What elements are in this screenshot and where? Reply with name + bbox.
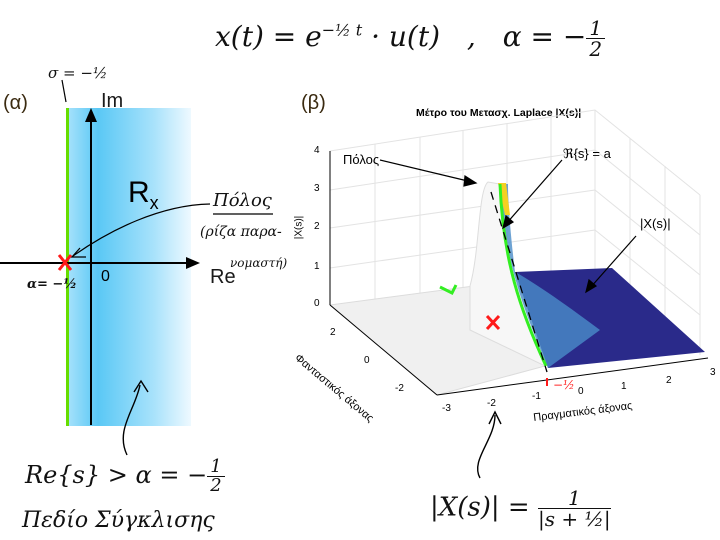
y-tick: 2 [330, 327, 336, 338]
grid-back [329, 109, 701, 355]
pole-note-3: νομαστή) [230, 256, 288, 270]
x-tick: 2 [666, 375, 672, 386]
alpha-label: α= −½ [27, 277, 77, 292]
formula-sep: , [466, 20, 476, 53]
frac-num: 1 [586, 18, 606, 39]
z-axis-label: |X(s)| [293, 215, 305, 240]
x-tick: -2 [487, 398, 496, 409]
formula-alpha: α = − [502, 20, 587, 53]
pole-marker-b [485, 314, 501, 331]
frac-den: 2 [210, 475, 222, 496]
magnitude-formula: |X(s)| = 1|s + ½| [430, 488, 611, 529]
dashed-pole-line [490, 191, 548, 373]
frac-den: |s + ½| [538, 507, 611, 531]
z-tick: 1 [314, 261, 320, 272]
z-tick: 2 [314, 221, 320, 232]
annotation-magnitude: |X(s)| [640, 216, 671, 231]
y-tick: 0 [364, 355, 370, 366]
frac-den: 2 [589, 37, 603, 61]
chart-title: Μέτρο του Μετασχ. Laplace |X(s)| [416, 107, 582, 119]
x-tick: -1 [532, 391, 541, 402]
roc-condition-text: Re{s} > α = − [25, 461, 208, 489]
z-tick: 4 [314, 145, 320, 156]
re-axis-label: Re [210, 266, 236, 288]
surface-ramp [500, 184, 600, 368]
annotation-pole: Πόλος [343, 152, 380, 167]
frac-num: 1 [537, 488, 611, 509]
panel-a-label: (α) [3, 92, 28, 114]
formula-lhs: x(t) = e [215, 20, 322, 53]
x-tick: 0 [578, 386, 584, 397]
roc-sub: x [149, 193, 159, 213]
y-tick: -2 [395, 383, 404, 394]
pole-note: Πόλος [213, 190, 272, 211]
roc-label: Rx [128, 176, 159, 214]
z-tick: 3 [314, 183, 320, 194]
axes-b [329, 151, 709, 396]
frac-num: 1 [207, 458, 225, 477]
annotation-re-s: ℜ{s} = a [563, 146, 611, 161]
x-tick: -3 [442, 403, 451, 414]
panel-b-label: (β) [301, 92, 326, 114]
x-tick: 3 [710, 367, 716, 378]
x-tick: 1 [621, 381, 627, 392]
roc-name: Πεδίο Σύγκλισης [22, 508, 215, 533]
pole-marker-a [57, 254, 73, 271]
pole-note-2: (ρίζα παρα- [200, 224, 282, 240]
origin-label: 0 [101, 268, 110, 285]
magnitude-lhs: |X(s)| = [430, 492, 530, 523]
boundary-curve [498, 183, 548, 367]
roc-R: R [128, 176, 150, 209]
boundary-mark: −½ [553, 378, 575, 392]
sigma-note: σ = −½ [48, 64, 108, 82]
z-tick: 0 [314, 298, 320, 309]
roc-region [67, 108, 191, 426]
formula-exponent: −½ t [321, 20, 363, 40]
im-axis-label: Im [101, 90, 124, 112]
formula-step: · u(t) [371, 20, 441, 53]
annotation-arrows [379, 159, 637, 294]
